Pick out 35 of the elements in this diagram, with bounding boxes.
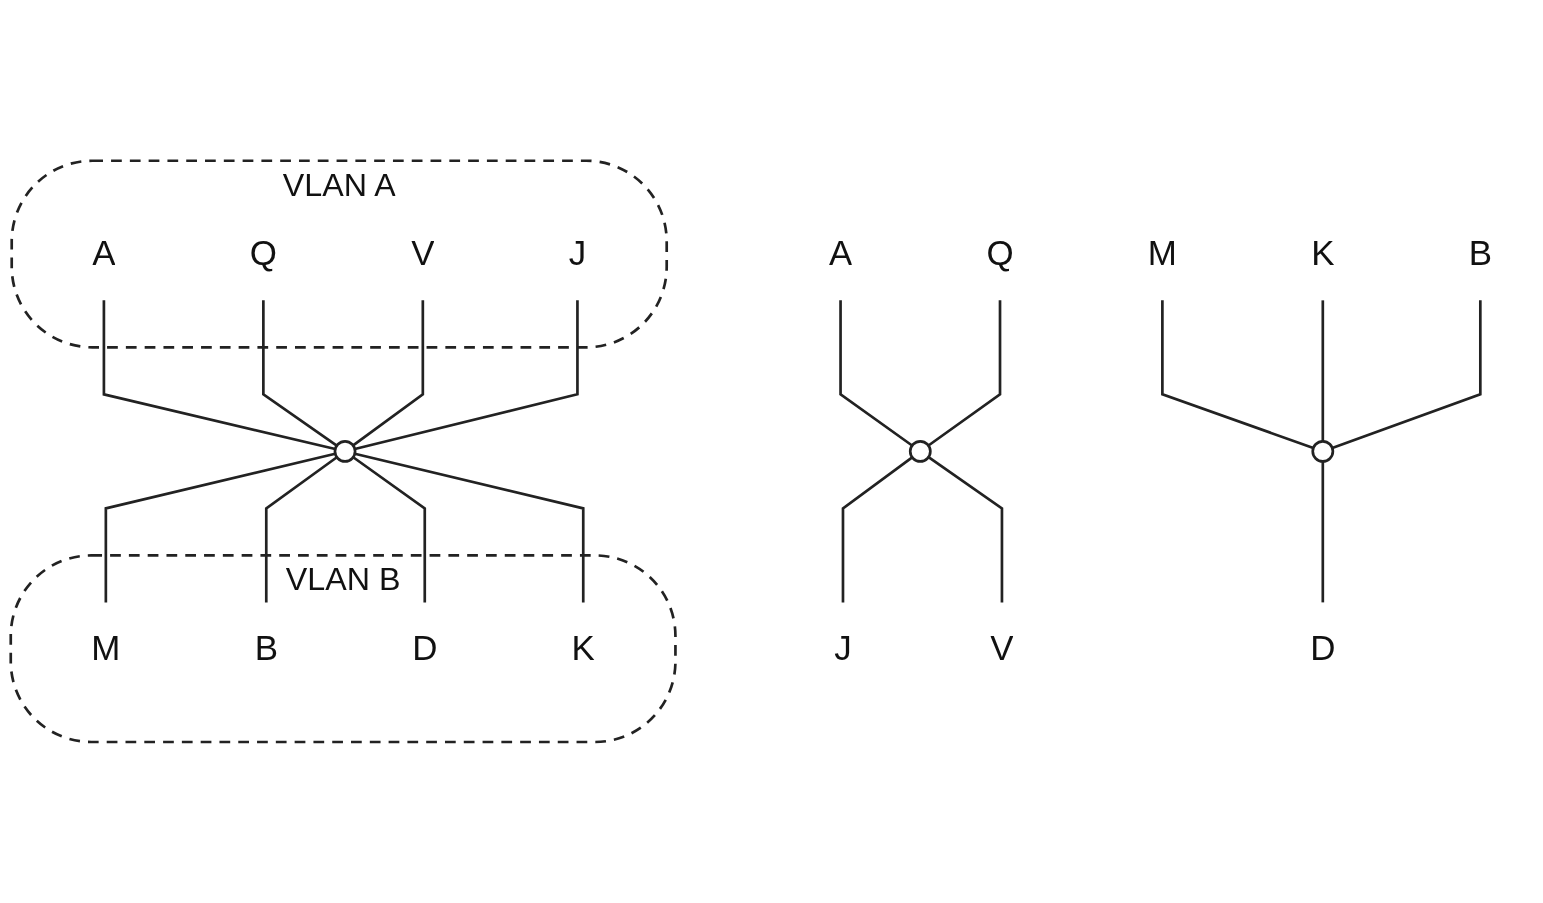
connector [354, 300, 579, 451]
node-text: V [411, 233, 435, 274]
connector [1321, 461, 1325, 603]
connector [264, 456, 338, 603]
connector [354, 452, 585, 603]
connector [352, 456, 427, 603]
node-text: Q [986, 233, 1014, 274]
node-text: K [1311, 233, 1335, 274]
connector [1321, 300, 1325, 442]
connector [1161, 300, 1314, 450]
connector [927, 300, 1002, 447]
connector [262, 300, 338, 447]
node-ellipse [908, 440, 932, 463]
connector [1331, 300, 1482, 450]
node-text: A [92, 233, 116, 274]
connector [104, 452, 336, 603]
node-text: M [91, 628, 121, 669]
connector [841, 456, 913, 603]
connector [839, 300, 913, 447]
node-text: B [254, 628, 278, 669]
node-text: A [828, 233, 853, 274]
node-text: K [571, 628, 595, 669]
node-text: M [1147, 233, 1177, 274]
node-text: J [568, 233, 587, 274]
node-ellipse [1311, 440, 1335, 463]
node-text: B [1468, 233, 1492, 274]
node-ellipse [333, 440, 357, 463]
node-text: Q [249, 233, 277, 274]
node-text: D [1310, 628, 1336, 669]
node-text: J [834, 628, 852, 669]
connector [927, 456, 1004, 603]
connector [102, 300, 336, 451]
node-text: V [990, 628, 1014, 669]
node-text: D [412, 628, 438, 669]
connector [352, 300, 425, 447]
